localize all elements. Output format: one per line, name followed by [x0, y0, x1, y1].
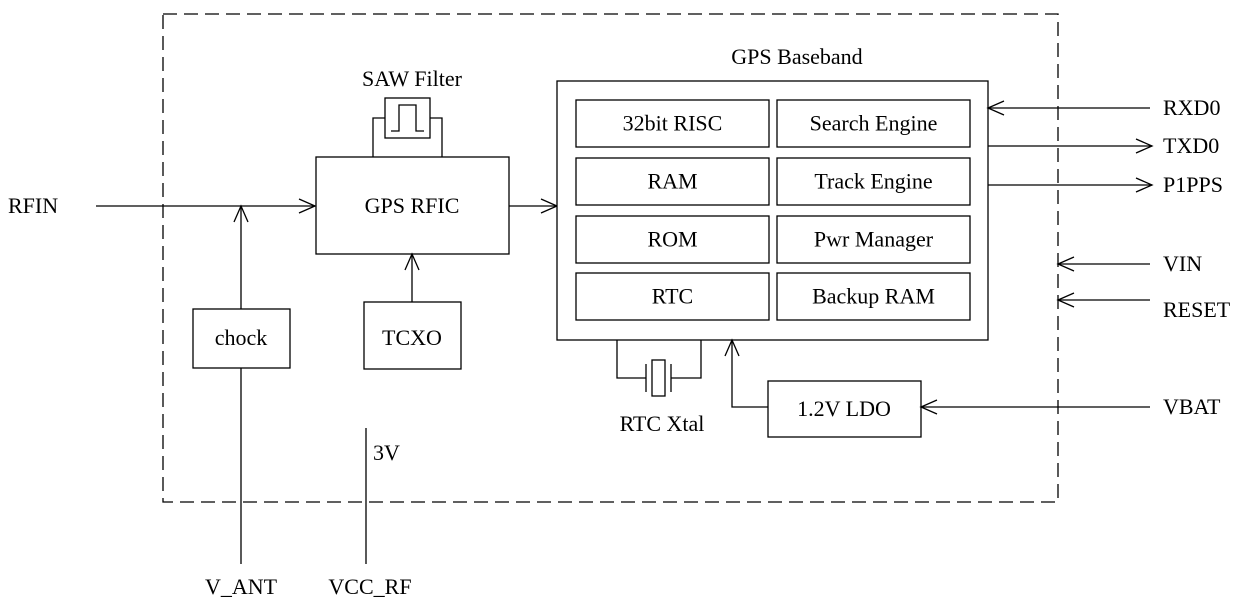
- block-pwr-manager-box: [776, 215, 971, 264]
- block-track-engine-label: Track Engine: [814, 169, 932, 194]
- ldo-to-baseband-line: [731, 340, 768, 408]
- block-rom-label: ROM: [647, 227, 697, 252]
- tcxo-to-rfic-arrowhead: [404, 252, 420, 271]
- rtc-xtal-left-wire: [616, 340, 646, 379]
- ldo-box: [767, 380, 922, 438]
- rtc-xtal-label: RTC Xtal: [620, 411, 705, 436]
- gps-rfic-box: [315, 156, 510, 255]
- saw-filter-box: [384, 97, 431, 139]
- rxd0-arrowhead: [986, 100, 1005, 116]
- block-backup-ram-box: [776, 272, 971, 321]
- reset-arrowhead: [1056, 292, 1075, 308]
- baseband-title: GPS Baseband: [731, 44, 862, 69]
- block-track-engine-box: [776, 157, 971, 206]
- block-pwr-manager-label: Pwr Manager: [814, 227, 934, 252]
- block-32bit-risc-box: [575, 99, 770, 148]
- reset-label: RESET: [1163, 297, 1231, 322]
- v-ant-arrowhead: [233, 204, 249, 223]
- tcxo-box: [363, 301, 462, 370]
- rfin-arrowhead: [298, 198, 317, 214]
- block-backup-ram-label: Backup RAM: [812, 284, 935, 309]
- tcxo-label: TCXO: [382, 325, 442, 350]
- block-32bit-risc-label: 32bit RISC: [623, 111, 723, 136]
- block-rtc-box: [575, 272, 770, 321]
- gps-rfic-label: GPS RFIC: [365, 193, 460, 218]
- module-boundary: [162, 13, 1059, 503]
- v-ant-label: V_ANT: [205, 574, 278, 599]
- vin-label: VIN: [1163, 251, 1202, 276]
- chock-box: [192, 308, 291, 369]
- block-search-engine-box: [776, 99, 971, 148]
- rfin-label: RFIN: [8, 193, 58, 218]
- saw-filter-pulse-icon: [391, 104, 424, 132]
- vbat-arrowhead: [919, 399, 938, 415]
- block-ram-label: RAM: [647, 169, 697, 194]
- ldo-to-baseband-arrowhead: [724, 338, 740, 357]
- chock-label: chock: [215, 325, 268, 350]
- txd0-arrowhead: [1135, 138, 1154, 154]
- saw-filter-label: SAW Filter: [362, 66, 463, 91]
- rxd0-label: RXD0: [1163, 95, 1220, 120]
- v3-label: 3V: [373, 440, 400, 465]
- vcc-rf-label: VCC_RF: [328, 574, 411, 599]
- p1pps-arrowhead: [1135, 177, 1154, 193]
- block-rom-box: [575, 215, 770, 264]
- txd0-label: TXD0: [1163, 133, 1219, 158]
- rtc-xtal-right-wire: [671, 340, 702, 379]
- ldo-label: 1.2V LDO: [797, 396, 891, 421]
- block-search-engine-label: Search Engine: [810, 111, 938, 136]
- rtc-xtal-icon: [651, 359, 666, 397]
- p1pps-label: P1PPS: [1163, 172, 1223, 197]
- block-ram-box: [575, 157, 770, 206]
- vbat-label: VBAT: [1163, 394, 1221, 419]
- vin-arrowhead: [1056, 256, 1075, 272]
- block-rtc-label: RTC: [652, 284, 693, 309]
